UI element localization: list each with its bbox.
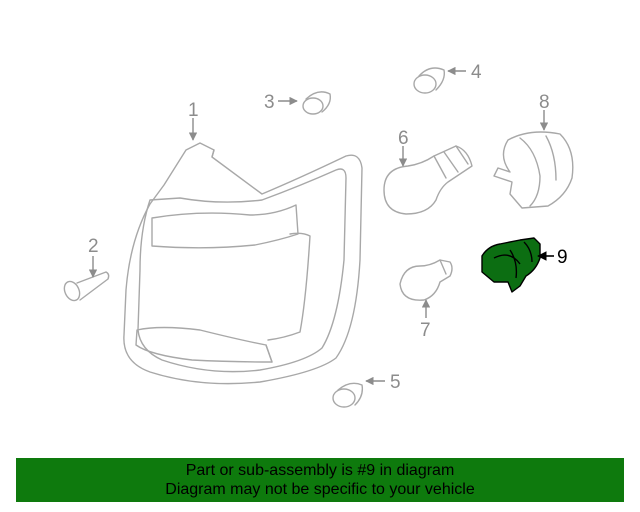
callout-7: 7 — [420, 320, 431, 341]
socket-part-8 — [493, 131, 574, 209]
callout-8: 8 — [539, 92, 550, 113]
callout-2: 2 — [88, 236, 99, 257]
bulb-part-7 — [399, 259, 453, 301]
callout-9: 9 — [557, 247, 568, 268]
tail-lamp-assembly — [123, 142, 363, 385]
socket-part-9-highlighted[interactable] — [481, 237, 541, 293]
callout-6: 6 — [398, 128, 409, 149]
callout-4: 4 — [471, 62, 482, 83]
callout-1: 1 — [188, 100, 199, 121]
banner-line-1: Part or sub-assembly is #9 in diagram — [185, 462, 455, 479]
bulb-part-6 — [383, 145, 473, 215]
pin-part-2 — [63, 271, 110, 302]
clip-part-3 — [302, 91, 332, 115]
clip-part-5 — [332, 382, 364, 408]
info-banner: Part or sub-assembly is #9 in diagram Di… — [16, 458, 624, 502]
callout-3: 3 — [264, 92, 275, 113]
banner-line-2: Diagram may not be specific to your vehi… — [165, 481, 475, 498]
clip-part-4 — [413, 67, 446, 94]
callout-5: 5 — [390, 372, 401, 393]
